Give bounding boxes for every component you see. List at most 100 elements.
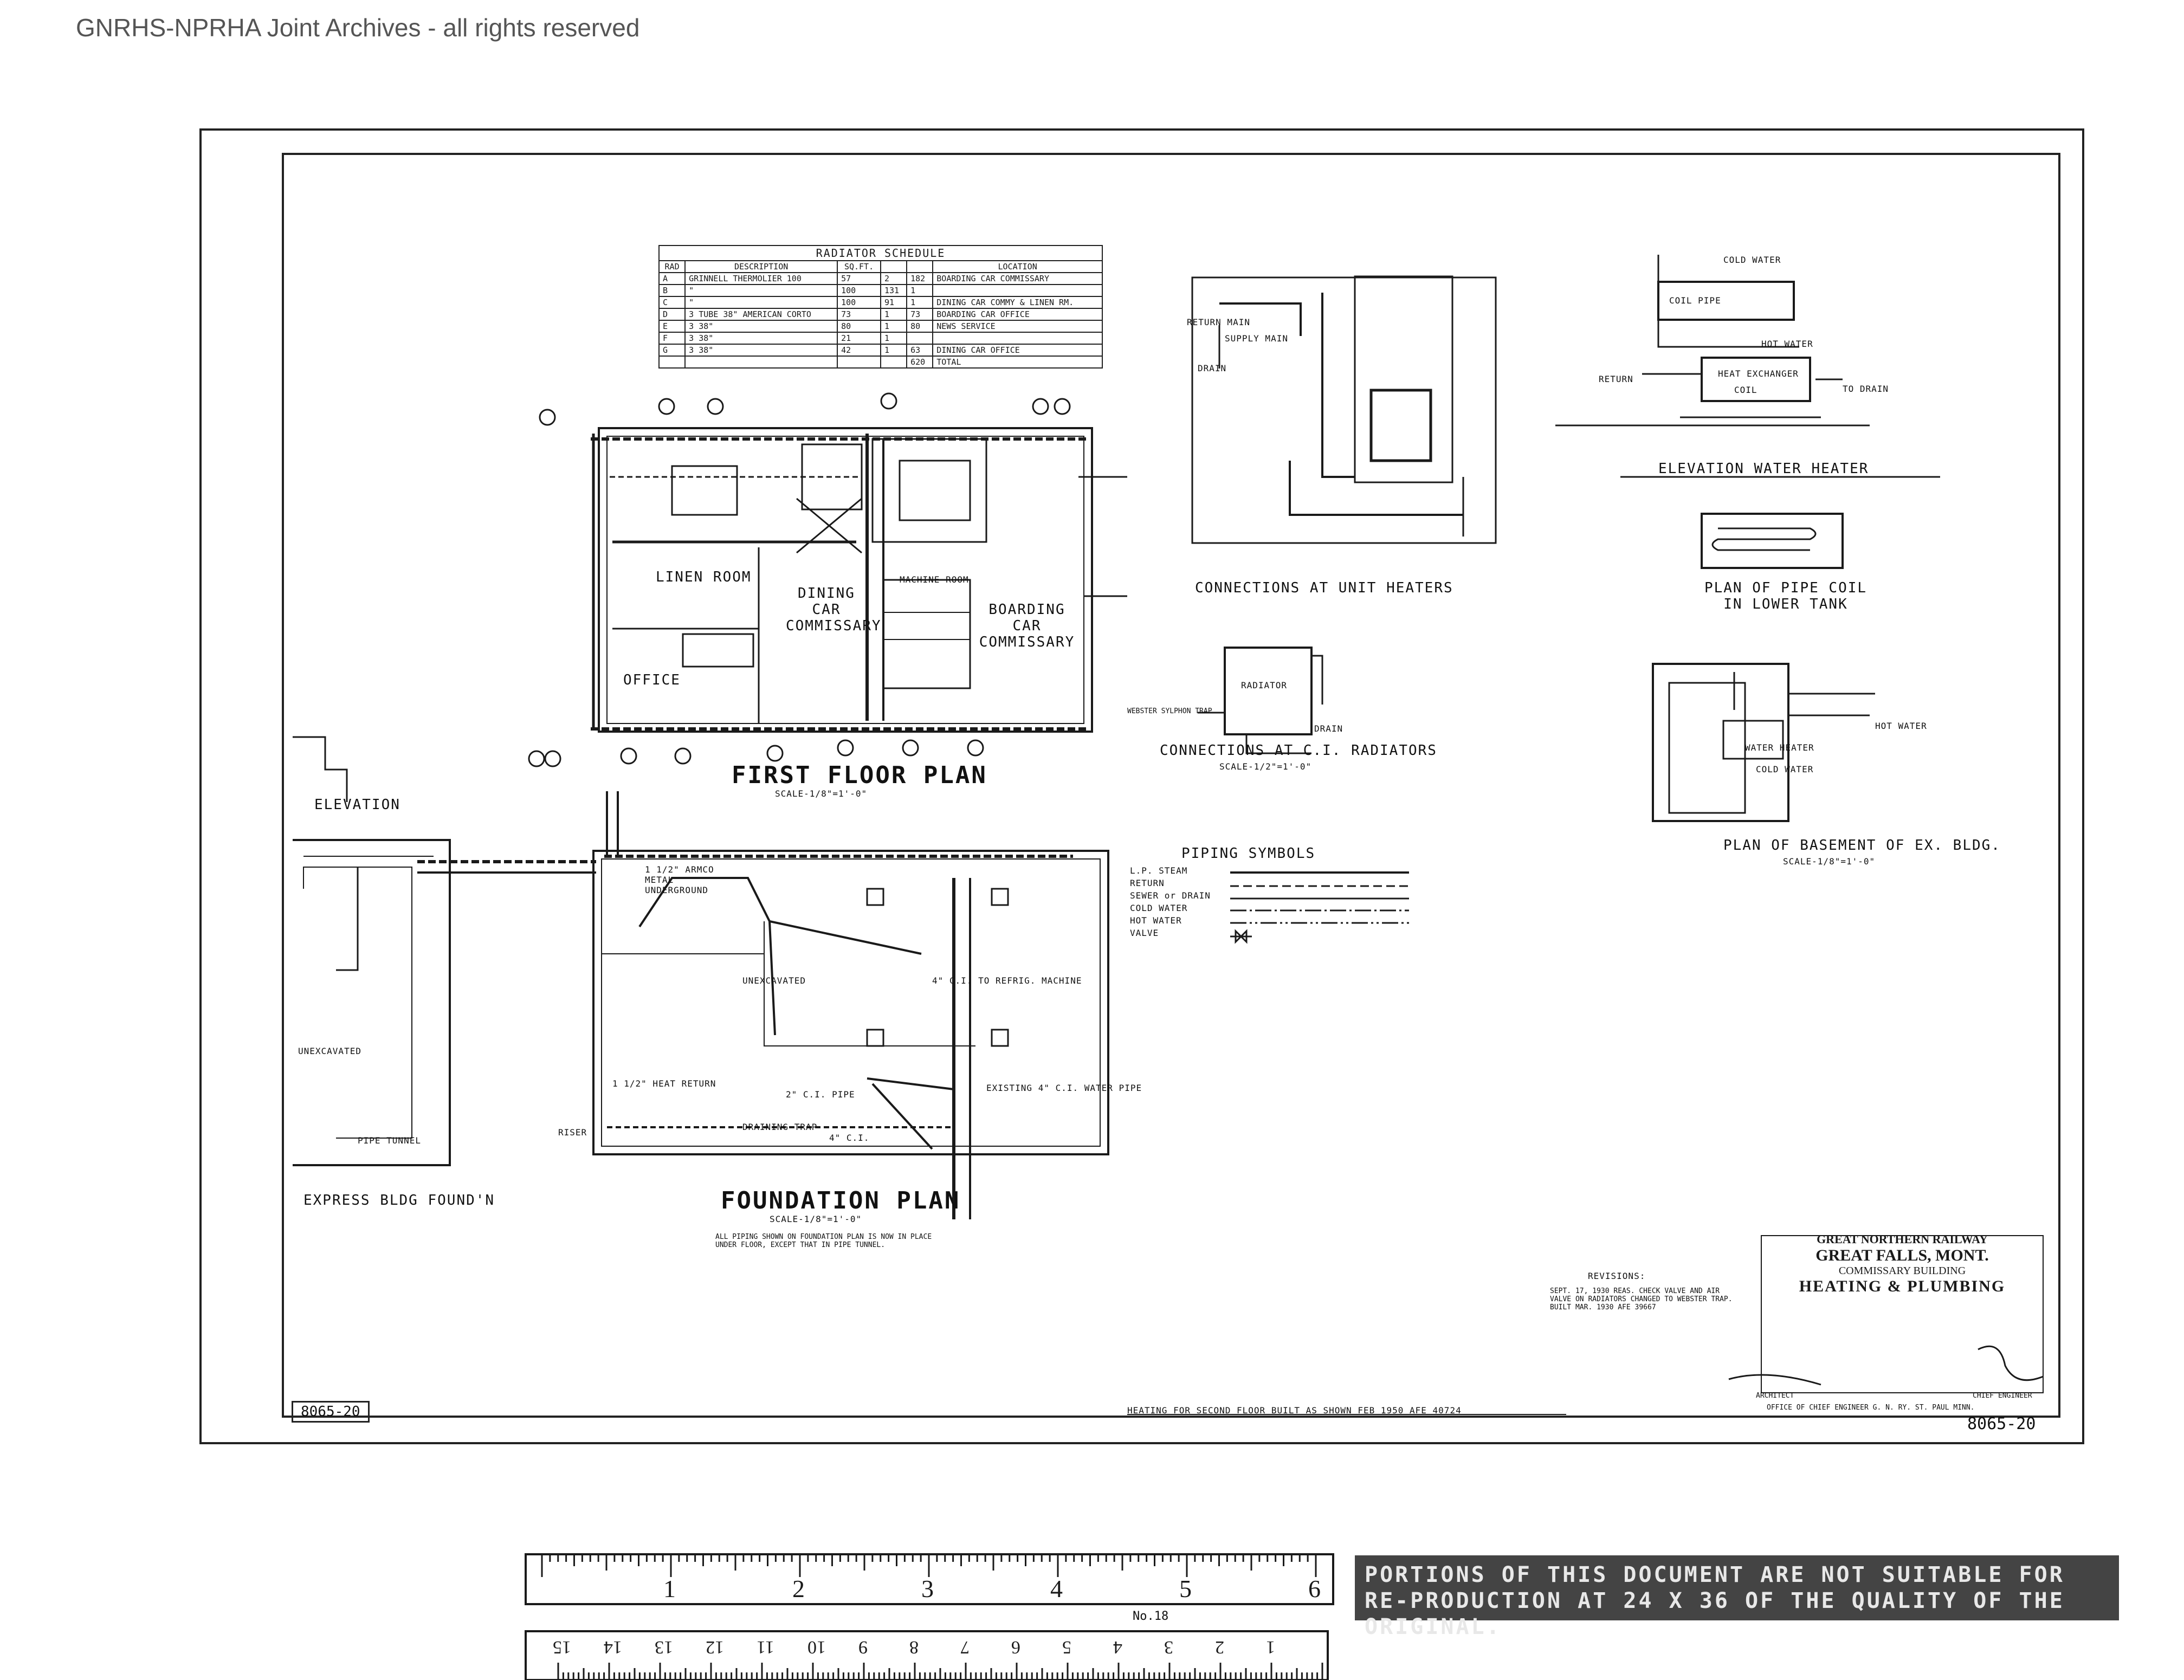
label-webster-trap: WEBSTER SYLPHON TRAP xyxy=(1127,707,1212,715)
basement-scale: SCALE-1/8"=1'-0" xyxy=(1783,856,1876,867)
foundation-outline xyxy=(592,850,1109,1155)
rad-cell: F xyxy=(658,332,686,345)
rad-header-cell: SQ.FT. xyxy=(837,260,881,273)
sheet-number-left: 8065-20 xyxy=(292,1401,370,1423)
basement-hot-water: HOT WATER xyxy=(1875,721,1927,731)
rad-cell: 131 xyxy=(880,284,908,297)
wh-heat-exchanger: HEAT EXCHANGER xyxy=(1718,369,1799,379)
rad-cell: 3 38" xyxy=(684,320,838,333)
rad-cell xyxy=(932,284,1103,297)
rad-cell: G xyxy=(658,344,686,357)
ruler-cm-label: 10 xyxy=(807,1637,826,1657)
rad-cell: 1 xyxy=(880,332,908,345)
label-2ci-pipe: 2" C.I. PIPE xyxy=(786,1089,855,1100)
ruler-cm-label: 7 xyxy=(960,1637,970,1657)
rad-cell: 3 38" xyxy=(684,332,838,345)
rad-header-cell xyxy=(880,260,908,273)
room-linen: LINEN ROOM xyxy=(656,569,752,585)
rad-cell: B xyxy=(658,284,686,297)
ruler-cm-label: 2 xyxy=(1215,1637,1224,1657)
rad-cell: C xyxy=(658,296,686,309)
label-supply-main: SUPPLY MAIN xyxy=(1225,333,1288,344)
rad-cell: 3 TUBE 38" AMERICAN CORTO xyxy=(684,308,838,321)
ruler-cm-label: 11 xyxy=(757,1637,774,1657)
rad-cell: " xyxy=(684,284,838,297)
rad-cell: A xyxy=(658,272,686,285)
revisions-title: REVISIONS: xyxy=(1588,1271,1646,1281)
measurement-ruler xyxy=(525,1553,1334,1680)
tb-chief-engineer: CHIEF ENGINEER xyxy=(1973,1392,2032,1400)
rad-cell: 1 xyxy=(906,284,934,297)
rad-cell: 1 xyxy=(880,308,908,321)
rad-header-cell: LOCATION xyxy=(932,260,1103,273)
rad-cell xyxy=(880,356,908,369)
wh-hot-water: HOT WATER xyxy=(1761,339,1813,349)
tb-subject: HEATING & PLUMBING xyxy=(1799,1277,2006,1295)
rad-cell xyxy=(658,356,686,369)
first-floor-title: FIRST FLOOR PLAN xyxy=(732,761,987,789)
tb-location: GREAT FALLS, MONT. xyxy=(1815,1246,1989,1264)
label-radiator: RADIATOR xyxy=(1241,680,1288,690)
rad-cell: DINING CAR COMMY & LINEN RM. xyxy=(932,296,1103,309)
label-armco-metal: 1 1/2" ARMCO METAL UNDERGROUND xyxy=(645,864,714,895)
rad-cell: 3 38" xyxy=(684,344,838,357)
ruler-inch-label: 6 xyxy=(1308,1575,1321,1603)
label-4ci: 4" C.I. xyxy=(829,1133,870,1143)
symbol-sewer: SEWER or DRAIN xyxy=(1130,890,1211,901)
rad-cell: DINING CAR OFFICE xyxy=(932,344,1103,357)
symbol-return: RETURN xyxy=(1130,878,1165,888)
ruler-cm-label: 5 xyxy=(1062,1637,1071,1657)
rad-cell: GRINNELL THERMOLIER 100 xyxy=(684,272,838,285)
rad-cell xyxy=(684,356,838,369)
rad-cell: BOARDING CAR OFFICE xyxy=(932,308,1103,321)
express-unexcavated: UNEXCAVATED xyxy=(298,1046,361,1056)
ruler-cm-label: 9 xyxy=(858,1637,868,1657)
connections-ci-scale: SCALE-1/2"=1'-0" xyxy=(1219,761,1312,772)
wh-return: RETURN xyxy=(1599,374,1633,384)
connections-ci-title: CONNECTIONS AT C.I. RADIATORS xyxy=(1160,742,1437,759)
tb-architect: ARCHITECT xyxy=(1756,1392,1794,1400)
label-draining-trap: DRAINING TRAP xyxy=(742,1122,818,1132)
rad-cell: 1 xyxy=(880,320,908,333)
rad-cell: 63 xyxy=(906,344,934,357)
express-elevation-title: ELEVATION xyxy=(314,797,400,813)
ruler-cm-label: 4 xyxy=(1113,1637,1122,1657)
label-riser: RISER xyxy=(558,1127,587,1138)
wh-coil: COIL xyxy=(1734,385,1757,395)
ruler-inch-label: 4 xyxy=(1050,1575,1063,1603)
rad-cell: D xyxy=(658,308,686,321)
symbol-lp-steam: L.P. STEAM xyxy=(1130,865,1188,876)
rad-cell: 1 xyxy=(906,296,934,309)
ruler-cm-label: 3 xyxy=(1164,1637,1173,1657)
first-floor-outline xyxy=(598,427,1093,733)
rad-cell xyxy=(837,356,881,369)
tb-office: OFFICE OF CHIEF ENGINEER G. N. RY. ST. P… xyxy=(1767,1404,1975,1412)
foundation-note: ALL PIPING SHOWN ON FOUNDATION PLAN IS N… xyxy=(715,1233,932,1249)
rad-cell: 2 xyxy=(880,272,908,285)
ruler-cm-label: 12 xyxy=(706,1637,724,1657)
rad-cell: BOARDING CAR COMMISSARY xyxy=(932,272,1103,285)
rad-cell: 100 xyxy=(837,284,881,297)
rad-cell: 182 xyxy=(906,272,934,285)
sheet-number-right: 8065-20 xyxy=(1967,1414,2036,1433)
ruler-inch-label: 3 xyxy=(921,1575,934,1603)
express-pipe-tunnel: PIPE TUNNEL xyxy=(358,1135,421,1146)
wh-to-drain: TO DRAIN xyxy=(1843,384,1889,394)
room-machine: MACHINE ROOM xyxy=(900,574,969,585)
title-block: GREAT NORTHERN RAILWAY GREAT FALLS, MONT… xyxy=(1756,1230,2049,1404)
label-heat-return: 1 1/2" HEAT RETURN xyxy=(612,1078,716,1089)
sheet-inner-border xyxy=(282,153,2060,1418)
archive-watermark: GNRHS-NPRHA Joint Archives - all rights … xyxy=(76,14,640,42)
room-boarding-car-commissary: BOARDING CAR COMMISSARY xyxy=(979,602,1075,650)
connections-unit-heaters-title: CONNECTIONS AT UNIT HEATERS xyxy=(1195,580,1453,596)
rad-cell: TOTAL xyxy=(932,356,1103,369)
rad-cell: 21 xyxy=(837,332,881,345)
